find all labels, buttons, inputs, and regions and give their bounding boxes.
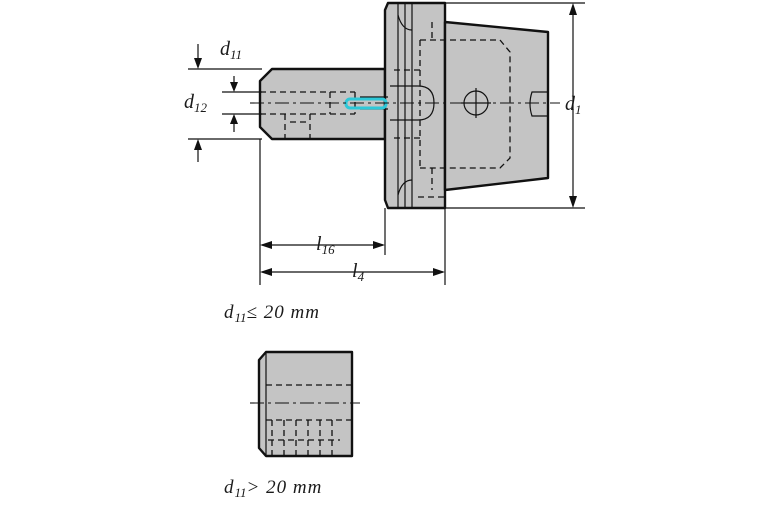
taper-hidden-lines [390,22,511,198]
taper-body [443,20,550,192]
label-d12: d12 [184,91,208,115]
caption-large-diameter: d11> 20 mm [224,477,322,500]
label-d11: d11 [220,38,242,62]
dimension-d11 [188,44,262,162]
caption-small-diameter: d11≤ 20 mm [224,302,320,325]
drive-slot [529,91,548,117]
adapter-side-view [250,1,560,210]
large-shank-screw-holes [268,420,340,456]
dimension-d12 [222,76,262,132]
dimension-l4 [260,208,446,285]
flange-grooves [388,2,445,208]
label-d1: d1 [565,93,582,117]
label-l16: l16 [316,233,335,257]
label-l4: l4 [352,260,365,284]
large-shank-view [250,350,360,458]
dimension-l16 [259,139,386,285]
dimension-d1 [445,2,585,209]
flange-body [383,1,447,210]
shank-body [258,67,387,141]
